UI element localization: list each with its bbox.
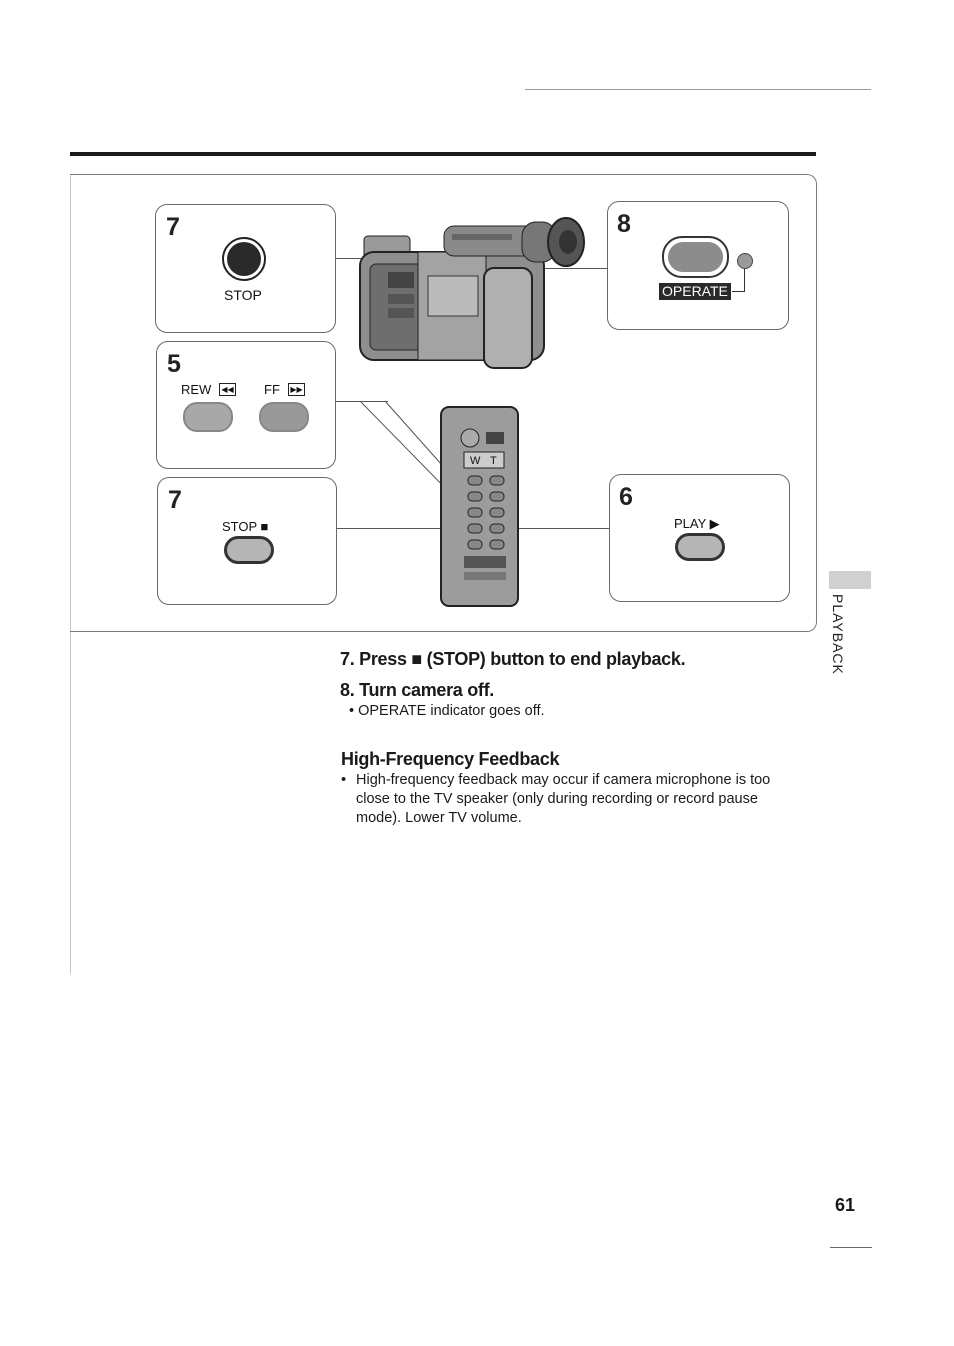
play-button: [675, 533, 725, 561]
feedback-text: High-frequency feedback may occur if cam…: [356, 771, 826, 828]
step-number: 7: [168, 486, 182, 514]
operate-step-box: 8 OPERATE: [607, 201, 789, 330]
figure-panel: [70, 174, 817, 632]
connector-line: [336, 401, 388, 402]
remote-stop-button: [224, 536, 274, 564]
step-8-note: • OPERATE indicator goes off.: [349, 703, 545, 719]
remote-stop-label: STOP ■: [222, 519, 269, 534]
top-rule: [525, 89, 871, 90]
fast-forward-icon: ▶▶: [288, 383, 305, 396]
stop-button: [222, 237, 266, 281]
remote-control-illustration: W T: [440, 406, 519, 607]
side-tab-label: PLAYBACK: [830, 594, 846, 675]
rew-ff-step-box: 5 REW ◀◀ FF ▶▶: [156, 341, 336, 469]
feedback-line: mode). Lower TV volume.: [356, 810, 522, 826]
header-bar: [70, 152, 816, 156]
svg-text:T: T: [490, 455, 497, 467]
feedback-heading: High-Frequency Feedback: [341, 749, 560, 769]
stop-label: STOP: [224, 287, 262, 303]
rew-label: REW ◀◀: [181, 382, 236, 397]
ff-label: FF ▶▶: [264, 382, 305, 397]
connector-line: [336, 528, 441, 529]
step-number: 8: [617, 210, 631, 238]
step-number: 6: [619, 483, 633, 511]
connector-line: [518, 528, 610, 529]
step-number: 5: [167, 350, 181, 378]
operate-indicator-lamp: [737, 253, 753, 269]
feedback-bullet: •: [341, 772, 347, 788]
play-step-box: 6 PLAY ▶: [609, 474, 790, 602]
svg-text:W: W: [470, 455, 481, 467]
bottom-rule: [830, 1247, 872, 1248]
indicator-leader-line: [732, 291, 745, 292]
connector-line: [520, 268, 608, 269]
operate-indicator-label: OPERATE: [659, 283, 731, 300]
remote-stop-step-box: 7 STOP ■: [157, 477, 337, 605]
camcorder-illustration: [359, 217, 585, 369]
page-number: 61: [835, 1195, 856, 1215]
feedback-line: close to the TV speaker (only during rec…: [356, 791, 758, 807]
rewind-icon: ◀◀: [219, 383, 236, 396]
play-label: PLAY ▶: [674, 516, 720, 531]
side-tab-marker: [829, 571, 871, 589]
ff-button: [259, 402, 309, 432]
feedback-line: High-frequency feedback may occur if cam…: [356, 772, 771, 788]
rew-button: [183, 402, 233, 432]
connector-line: [334, 258, 364, 259]
step-8-heading: 8. Turn camera off.: [340, 680, 495, 700]
margin-line: [70, 174, 71, 974]
step-number: 7: [166, 213, 180, 241]
indicator-leader-line: [744, 269, 745, 291]
operate-switch: [662, 236, 729, 278]
step-7-heading: 7. Press ■ (STOP) button to end playback…: [340, 649, 686, 669]
stop-step-box: 7 STOP: [155, 204, 336, 333]
